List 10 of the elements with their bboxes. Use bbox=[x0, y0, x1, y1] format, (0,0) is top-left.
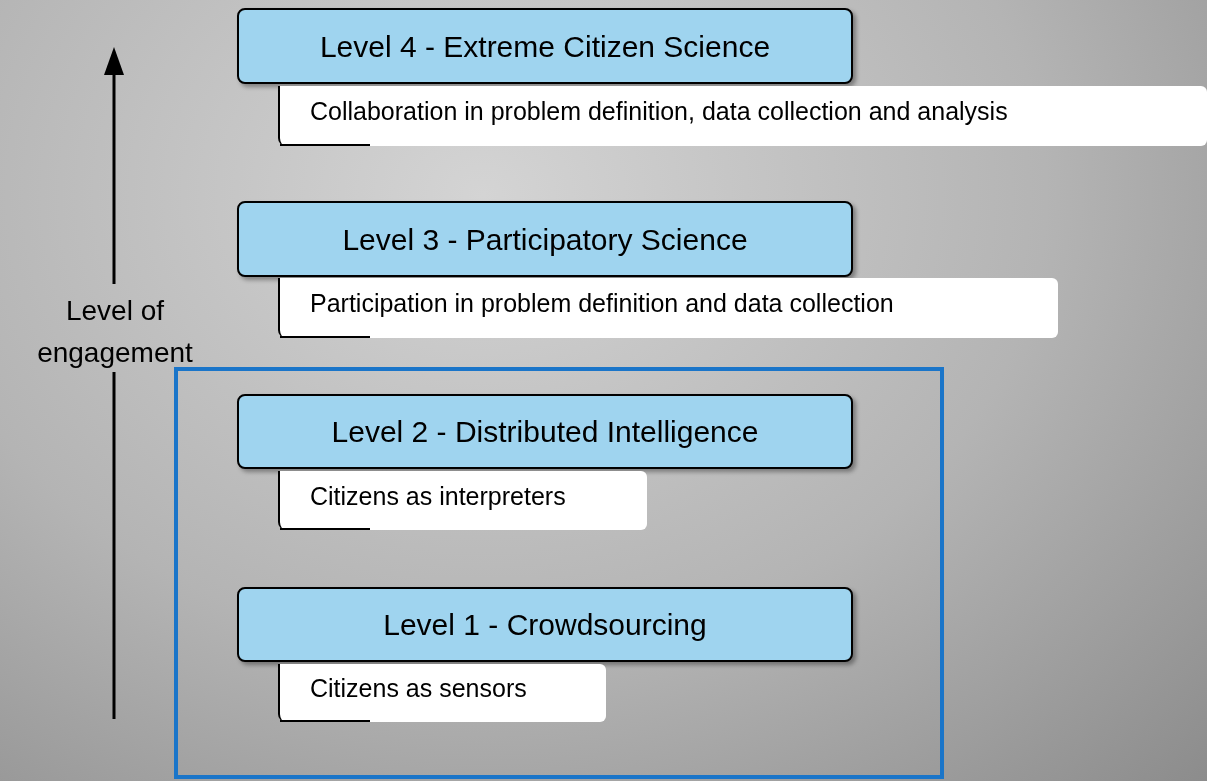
level-box: Level 3 - Participatory Science bbox=[237, 201, 853, 277]
level-box: Level 4 - Extreme Citizen Science bbox=[237, 8, 853, 84]
description-box: Participation in problem definition and data collection bbox=[278, 278, 1058, 338]
level-box: Level 1 - Crowdsourcing bbox=[237, 587, 853, 662]
description-box: Citizens as interpreters bbox=[278, 471, 647, 530]
axis-label: Level of engagement bbox=[36, 294, 194, 370]
description-box: Collaboration in problem definition, data collection and analysis bbox=[278, 86, 1207, 146]
level-box: Level 2 - Distributed Intelligence bbox=[237, 394, 853, 469]
highlight-frame bbox=[174, 367, 944, 779]
description-box: Citizens as sensors bbox=[278, 664, 606, 722]
